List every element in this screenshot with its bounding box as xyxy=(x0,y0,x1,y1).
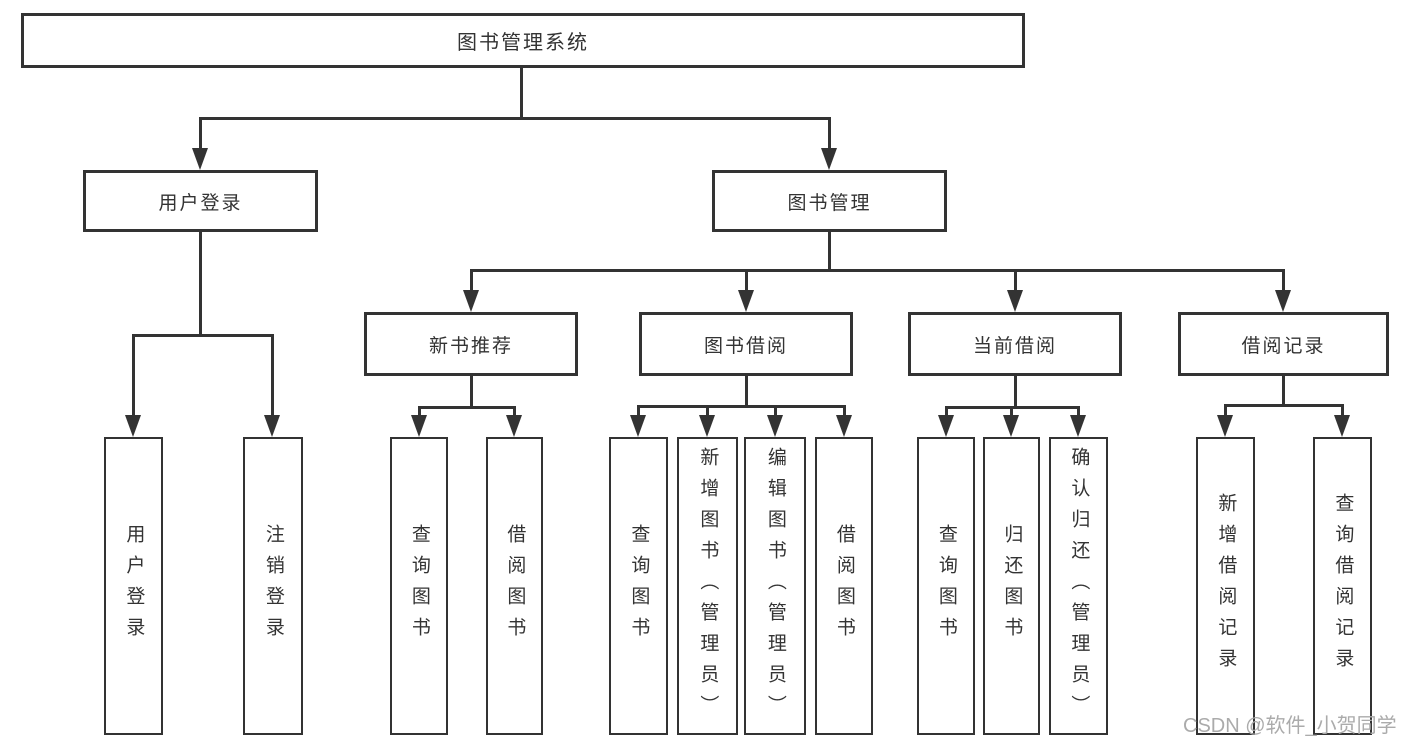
node-root-library-system: 图书管理系统 xyxy=(21,13,1025,68)
leaf-label: 注销登录 xyxy=(262,524,284,648)
csdn-watermark: CSDN @软件_小贺同学 xyxy=(1183,715,1397,737)
arrow-down-icon xyxy=(1275,290,1291,312)
node-new-book-recommend: 新书推荐 xyxy=(364,312,578,376)
leaf-label: 查询借阅记录 xyxy=(1332,493,1354,679)
connector-shaft xyxy=(774,405,777,417)
leaf-label: 借阅图书 xyxy=(833,524,855,648)
leaf-borrow-add-books-admin: 新增图书（管理员） xyxy=(677,437,738,735)
connector-records-rail xyxy=(1224,404,1343,407)
connector-userlogin-stub xyxy=(199,232,202,337)
node-current-borrowing: 当前借阅 xyxy=(908,312,1122,376)
leaf-label: 用户登录 xyxy=(123,524,145,648)
arrow-down-icon xyxy=(192,148,208,170)
node-label: 借阅记录 xyxy=(1241,335,1326,357)
node-borrow-records: 借阅记录 xyxy=(1178,312,1389,376)
node-user-login: 用户登录 xyxy=(83,170,318,232)
arrow-down-icon xyxy=(264,415,280,437)
connector-newbook-rail xyxy=(418,406,516,409)
leaf-label: 查询图书 xyxy=(408,524,430,648)
node-label: 当前借阅 xyxy=(972,335,1057,357)
arrow-down-icon xyxy=(630,415,646,437)
connector-userlogin-rail xyxy=(132,334,274,337)
leaf-current-return-books: 归还图书 xyxy=(983,437,1040,735)
leaf-label: 借阅图书 xyxy=(504,524,526,648)
node-label: 用户登录 xyxy=(158,192,243,214)
connector-borrowing-stub xyxy=(745,375,748,408)
arrow-down-icon xyxy=(1003,415,1019,437)
connector-shaft-leaf-logout xyxy=(271,334,274,417)
arrow-down-icon xyxy=(1217,415,1233,437)
leaf-newbook-query-books: 查询图书 xyxy=(390,437,448,735)
node-label: 图书管理 xyxy=(787,192,872,214)
connector-root-stub xyxy=(520,68,523,120)
connector-shaft xyxy=(513,406,516,417)
connector-shaft-leaf-login xyxy=(132,334,135,417)
connector-level3-rail xyxy=(471,269,1285,272)
arrow-down-icon xyxy=(125,415,141,437)
connector-shaft xyxy=(945,406,948,417)
leaf-borrow-query-books: 查询图书 xyxy=(609,437,668,735)
connector-shaft-book-management xyxy=(828,117,831,151)
node-book-borrowing: 图书借阅 xyxy=(639,312,853,376)
arrow-down-icon xyxy=(1070,415,1086,437)
leaf-label: 归还图书 xyxy=(1001,524,1023,648)
arrow-down-icon xyxy=(1007,290,1023,312)
connector-shaft xyxy=(1224,404,1227,417)
leaf-borrow-borrow-books: 借阅图书 xyxy=(815,437,873,735)
arrow-down-icon xyxy=(506,415,522,437)
connector-shaft-borrow-records xyxy=(1282,269,1285,292)
arrow-down-icon xyxy=(1334,415,1350,437)
connector-mgmt-stub xyxy=(828,232,831,272)
connector-newbook-stub xyxy=(470,375,473,409)
leaf-label: 新增借阅记录 xyxy=(1215,493,1237,679)
node-label: 图书借阅 xyxy=(703,335,788,357)
connector-shaft-current-borrowing xyxy=(1014,269,1017,292)
arrow-down-icon xyxy=(836,415,852,437)
arrow-down-icon xyxy=(411,415,427,437)
node-label: 新书推荐 xyxy=(428,335,513,357)
leaf-current-query-books: 查询图书 xyxy=(917,437,975,735)
connector-shaft-user-login xyxy=(199,117,202,151)
connector-shaft-new-book xyxy=(470,269,473,292)
connector-records-stub xyxy=(1282,375,1285,407)
leaf-label: 确认归还（管理员） xyxy=(1068,446,1090,726)
connector-shaft xyxy=(637,405,640,417)
connector-shaft xyxy=(1341,404,1344,417)
connector-level2-rail xyxy=(199,117,831,120)
arrow-down-icon xyxy=(938,415,954,437)
arrow-down-icon xyxy=(463,290,479,312)
connector-shaft xyxy=(706,405,709,417)
arrow-down-icon xyxy=(821,148,837,170)
node-label: 图书管理系统 xyxy=(457,32,589,54)
leaf-newbook-borrow-books: 借阅图书 xyxy=(486,437,543,735)
leaf-borrow-edit-books-admin: 编辑图书（管理员） xyxy=(744,437,806,735)
connector-borrowing-rail xyxy=(637,405,845,408)
leaf-current-confirm-return-admin: 确认归还（管理员） xyxy=(1049,437,1108,735)
leaf-label: 新增图书（管理员） xyxy=(697,446,719,726)
connector-shaft xyxy=(418,406,421,417)
leaf-label: 查询图书 xyxy=(628,524,650,648)
arrow-down-icon xyxy=(699,415,715,437)
leaf-user-login: 用户登录 xyxy=(104,437,163,735)
connector-shaft-book-borrowing xyxy=(745,269,748,292)
leaf-label: 编辑图书（管理员） xyxy=(764,446,786,726)
leaf-records-add-borrow-record: 新增借阅记录 xyxy=(1196,437,1255,735)
connector-current-stub xyxy=(1014,375,1017,409)
leaf-label: 查询图书 xyxy=(935,524,957,648)
connector-shaft xyxy=(1077,406,1080,417)
arrow-down-icon xyxy=(767,415,783,437)
connector-shaft xyxy=(1010,406,1013,417)
arrow-down-icon xyxy=(738,290,754,312)
connector-shaft xyxy=(843,405,846,417)
leaf-records-query-borrow-record: 查询借阅记录 xyxy=(1313,437,1372,735)
leaf-logout: 注销登录 xyxy=(243,437,303,735)
node-book-management: 图书管理 xyxy=(712,170,947,232)
